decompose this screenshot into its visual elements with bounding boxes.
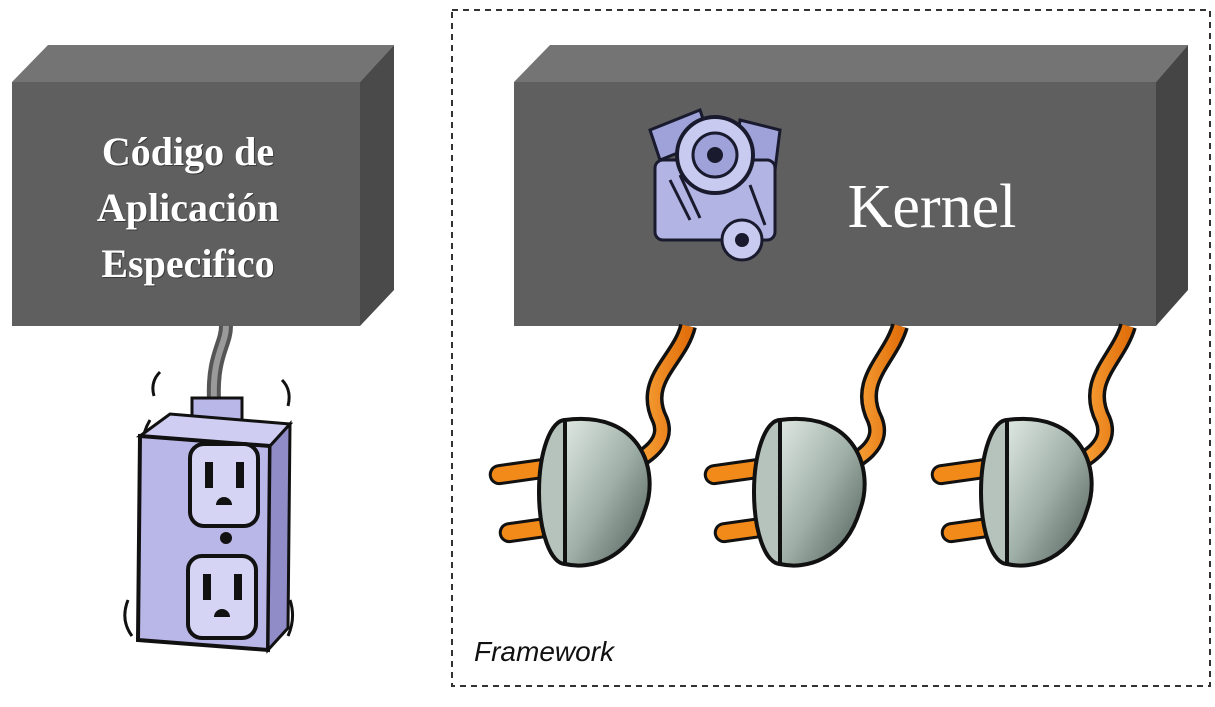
engine-icon bbox=[648, 108, 782, 262]
kernel-label: Kernel bbox=[847, 173, 1017, 241]
electrical-plug-icon bbox=[488, 323, 697, 568]
app-block-top bbox=[12, 45, 394, 82]
app-block-side bbox=[360, 45, 394, 326]
kernel-block-side bbox=[1156, 45, 1188, 326]
app-code-line-2: Aplicación bbox=[96, 185, 280, 230]
electrical-outlet-icon bbox=[123, 370, 295, 654]
app-block-face bbox=[12, 82, 360, 326]
app-code-label: Código de Aplicación Especifico bbox=[12, 124, 364, 292]
framework-boundary bbox=[451, 9, 1211, 687]
framework-label: Framework bbox=[474, 636, 615, 667]
kernel-block-face bbox=[514, 82, 1156, 326]
app-code-line-1: Código de bbox=[101, 129, 275, 174]
app-code-line-3: Especifico bbox=[101, 241, 275, 286]
kernel-block bbox=[514, 45, 1188, 326]
kernel-block-top bbox=[514, 45, 1188, 82]
electrical-plug-icon bbox=[703, 322, 909, 568]
electrical-plug-icon bbox=[930, 322, 1137, 568]
app-code-block bbox=[12, 45, 394, 326]
